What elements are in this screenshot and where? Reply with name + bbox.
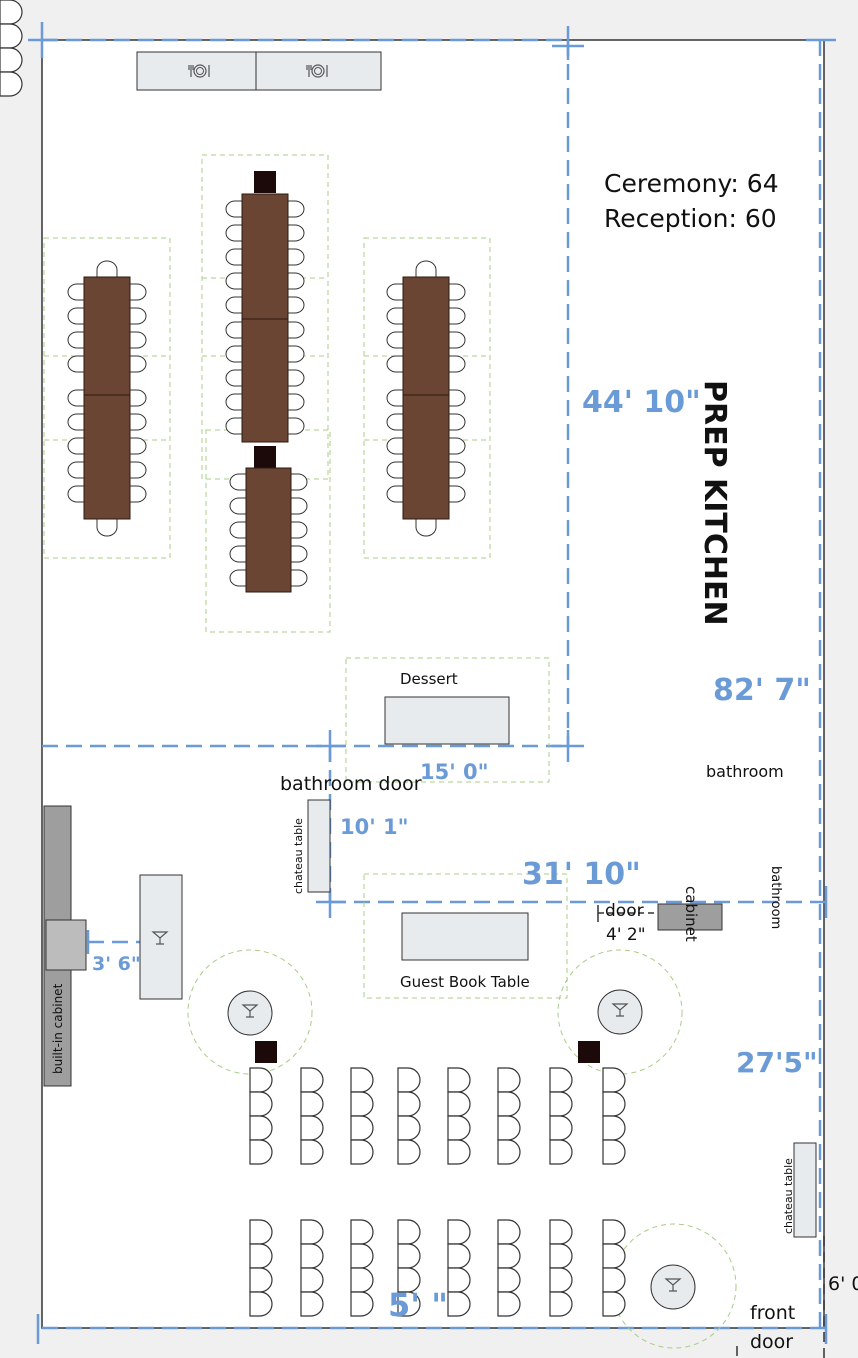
ceremony-capacity: Ceremony: 64 [604, 169, 779, 198]
dim-6-0: 6' 0 [828, 1273, 858, 1295]
built-in-cabinet-label: built-in cabinet [51, 983, 65, 1074]
prep-kitchen-label: PREP KITCHEN [697, 380, 732, 626]
banquet-table-center-lower [229, 446, 308, 593]
dim-10-1: 10' 1" [340, 815, 409, 839]
guest-book-table-label: Guest Book Table [400, 973, 530, 991]
dim-82-7: 82' 7" [713, 673, 811, 708]
chateau-table-upper [307, 799, 331, 893]
dimension-lines [42, 38, 826, 1330]
dim-bottom: 5' " [388, 1286, 448, 1324]
bathroom-label-vertical: bathroom [768, 866, 783, 929]
dessert-table [384, 696, 510, 745]
bathroom-label: bathroom [706, 762, 784, 781]
dim-15-0: 15' 0" [420, 760, 489, 784]
cabinet [657, 903, 723, 931]
front-door-dims [736, 1236, 825, 1358]
chateau-table-lower [793, 1142, 817, 1238]
dim-3-6: 3' 6" [92, 953, 141, 975]
dim-31-10: 31' 10" [522, 857, 641, 892]
chateau-table-label-upper: chateau table [292, 818, 305, 894]
banquet-table-left [67, 260, 147, 537]
cabinet-label: cabinet [682, 886, 700, 942]
cabinet-nub [45, 919, 87, 971]
reception-capacity: Reception: 60 [604, 204, 777, 233]
head-tables [136, 51, 382, 91]
front-door-label-2: door [750, 1331, 793, 1353]
guest-book-table [401, 912, 529, 961]
dim-4-2: 4' 2" [606, 925, 646, 945]
building-walls [41, 39, 825, 1329]
chateau-table-label-lower: chateau table [782, 1158, 795, 1234]
door-label: door [605, 901, 644, 921]
door-measure [597, 905, 656, 922]
dimension-ticks [28, 22, 836, 1344]
bathroom-door-label: bathroom door [280, 773, 422, 795]
dim-44-10: 44' 10" [582, 385, 701, 420]
banquet-table-right [386, 260, 466, 537]
cocktail-tables [227, 989, 696, 1310]
dessert-label: Dessert [400, 670, 458, 688]
front-door-label-1: front [750, 1302, 795, 1324]
dim-27-5: 27'5" [736, 1046, 818, 1079]
banquet-table-center [225, 171, 305, 443]
